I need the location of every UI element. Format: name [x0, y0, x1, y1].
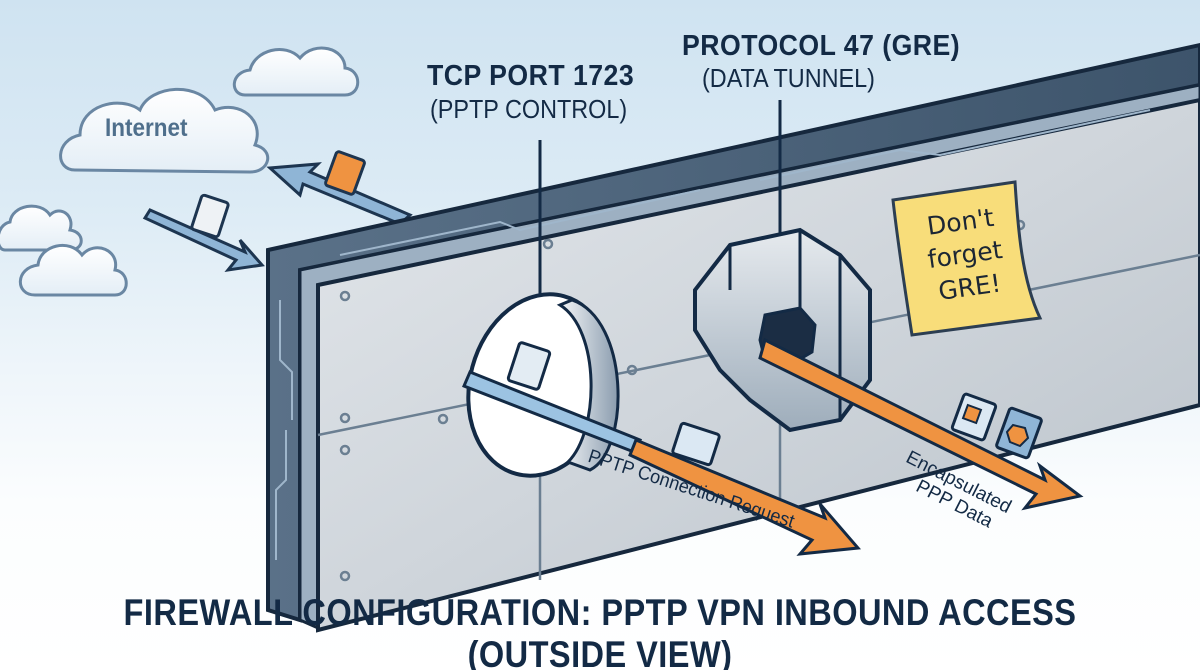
square-icon	[961, 403, 983, 425]
internet-cloud-icon	[59, 87, 269, 174]
cloud-icon	[232, 46, 360, 97]
gre-protocol-subtitle: (DATA TUNNEL)	[702, 63, 875, 93]
document-icon	[324, 150, 366, 196]
gre-protocol-title: PROTOCOL 47 (GRE)	[682, 30, 961, 62]
circuit-pattern	[275, 109, 1151, 560]
document-icon	[190, 193, 230, 239]
internet-label: Internet	[105, 114, 188, 142]
inbound-arrow-icon	[142, 193, 265, 273]
pptp-arrow	[628, 421, 862, 556]
hexagon-icon	[1005, 423, 1030, 448]
sticky-note	[891, 180, 1043, 337]
tcp-port-opening	[462, 140, 643, 478]
diagram-title: FIREWALL CONFIGURATION: PPTP VPN INBOUND…	[123, 592, 1077, 670]
tcp-port-subtitle: (PPTP CONTROL)	[430, 94, 628, 124]
document-icon	[506, 341, 552, 391]
cloud-icon	[0, 204, 83, 252]
cloud-icon	[18, 244, 128, 297]
outbound-arrow-icon	[266, 150, 413, 226]
tcp-port-title: TCP PORT 1723	[427, 60, 635, 92]
sticky-note-text: Don't forget GRE!	[899, 197, 1032, 312]
gre-arrow	[758, 337, 1084, 511]
document-icon	[671, 421, 721, 467]
